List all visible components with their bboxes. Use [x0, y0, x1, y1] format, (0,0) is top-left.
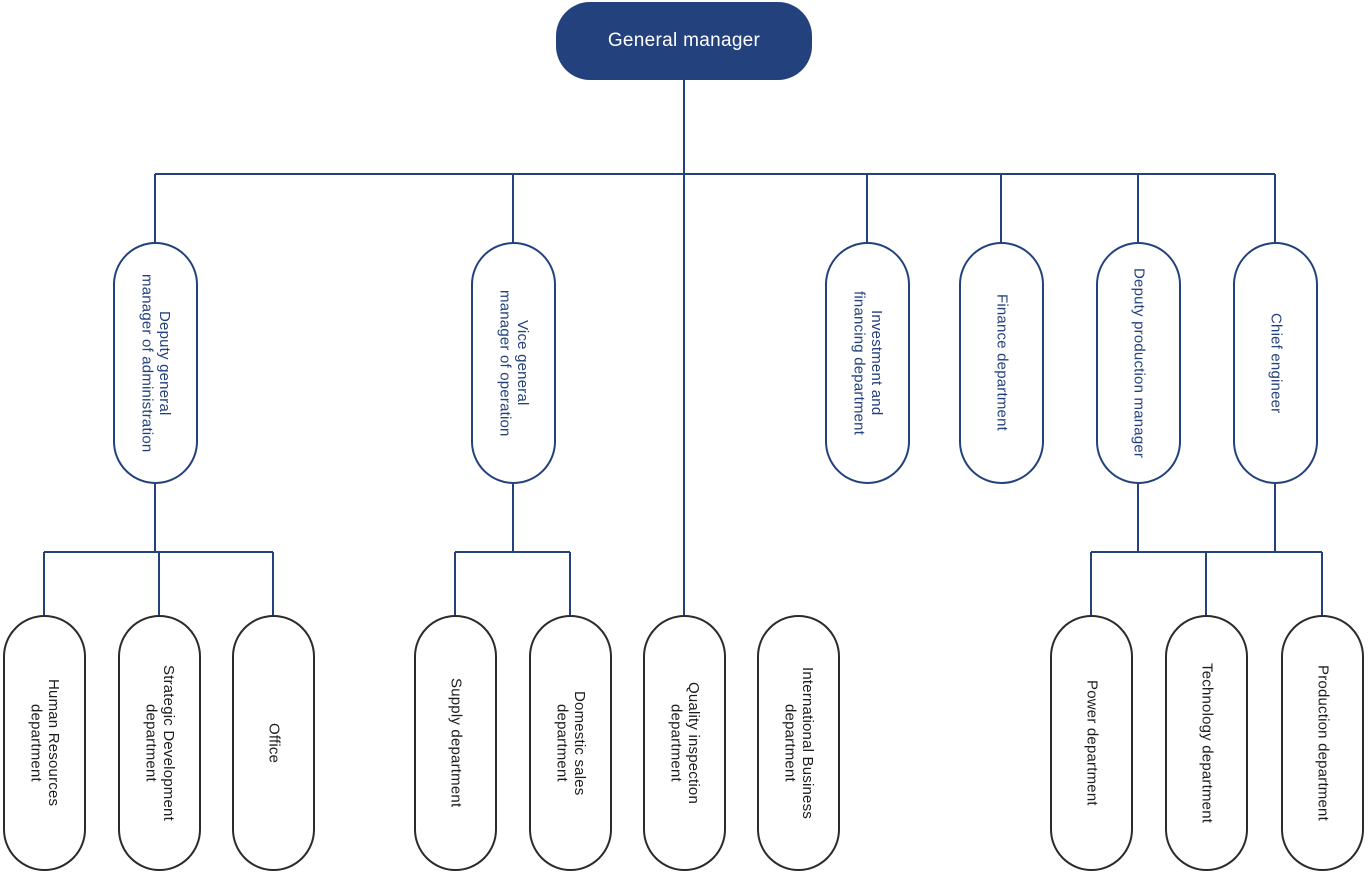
- node-human-resources-department[interactable]: Human Resources department: [3, 615, 86, 871]
- node-deputy-general-manager-of-administration[interactable]: Deputy general manager of administration: [113, 242, 198, 484]
- node-label: Strategic Development department: [142, 665, 178, 821]
- node-label: Technology department: [1198, 662, 1216, 824]
- node-vice-general-manager-of-operation[interactable]: Vice general manager of operation: [471, 242, 556, 484]
- node-label: Production department: [1314, 665, 1332, 821]
- node-label: Deputy general manager of administration: [138, 273, 174, 453]
- node-label: Supply department: [447, 678, 465, 808]
- node-label: Power department: [1083, 680, 1101, 806]
- node-label: Human Resources department: [27, 679, 63, 807]
- node-office[interactable]: Office: [232, 615, 315, 871]
- node-deputy-production-manager[interactable]: Deputy production manager: [1096, 242, 1181, 484]
- node-label: Deputy production manager: [1130, 267, 1148, 459]
- node-technology-department[interactable]: Technology department: [1165, 615, 1248, 871]
- node-label: International Business department: [781, 667, 817, 819]
- node-general-manager[interactable]: General manager: [556, 2, 812, 80]
- node-supply-department[interactable]: Supply department: [414, 615, 497, 871]
- node-label: Quality inspection department: [667, 682, 703, 804]
- node-label: Domestic sales department: [553, 690, 589, 796]
- node-power-department[interactable]: Power department: [1050, 615, 1133, 871]
- node-label: General manager: [607, 29, 761, 51]
- node-production-department[interactable]: Production department: [1281, 615, 1364, 871]
- node-chief-engineer[interactable]: Chief engineer: [1233, 242, 1318, 484]
- node-domestic-sales-department[interactable]: Domestic sales department: [529, 615, 612, 871]
- node-label: Chief engineer: [1267, 312, 1285, 414]
- node-strategic-development-department[interactable]: Strategic Development department: [118, 615, 201, 871]
- node-label: Office: [265, 722, 283, 764]
- node-label: Finance department: [993, 294, 1011, 432]
- node-label: Investment and financing department: [850, 290, 886, 436]
- node-quality-inspection-department[interactable]: Quality inspection department: [643, 615, 726, 871]
- node-label: Vice general manager of operation: [496, 289, 532, 437]
- node-international-business-department[interactable]: International Business department: [757, 615, 840, 871]
- node-investment-and-financing-department[interactable]: Investment and financing department: [825, 242, 910, 484]
- node-finance-department[interactable]: Finance department: [959, 242, 1044, 484]
